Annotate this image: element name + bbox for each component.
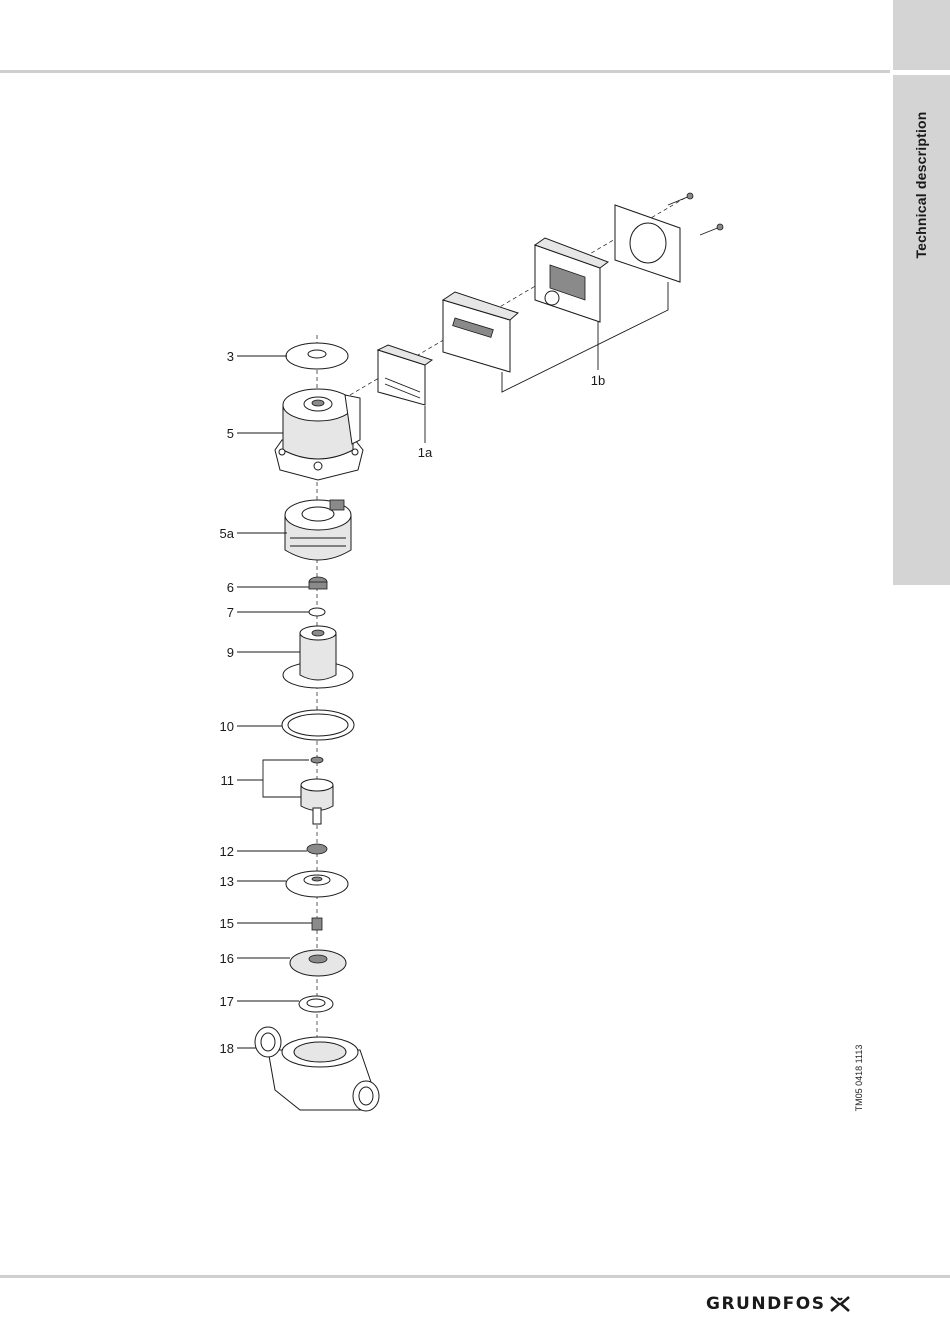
callout-17: 17 xyxy=(220,994,234,1009)
part-1a-connector xyxy=(378,345,432,405)
callout-11: 11 xyxy=(221,773,235,788)
part-5-stator-housing xyxy=(275,389,363,480)
side-tab-top xyxy=(893,0,950,70)
callout-15: 15 xyxy=(220,916,234,931)
part-12-bearing xyxy=(307,844,327,854)
callout-5: 5 xyxy=(227,426,234,441)
drawing-id: TM05 0418 1113 xyxy=(854,1045,864,1112)
part-17-neck-ring xyxy=(299,996,333,1012)
side-tab-label: Technical description xyxy=(913,111,929,258)
grundfos-x-icon xyxy=(829,1295,851,1313)
back-plate xyxy=(615,205,680,282)
brand-wordmark: GRUNDFOS xyxy=(706,1294,826,1314)
callout-3: 3 xyxy=(227,349,234,364)
footer-rule xyxy=(0,1275,950,1278)
callout-12: 12 xyxy=(220,844,234,859)
callout-18: 18 xyxy=(220,1041,234,1056)
grundfos-logo: GRUNDFOS xyxy=(706,1294,851,1314)
exploded-view-diagram: 3 5 5a 6 7 9 10 11 12 13 15 16 17 18 1a … xyxy=(0,0,890,1270)
callout-1b: 1b xyxy=(591,373,605,388)
part-7-washer xyxy=(309,608,325,616)
part-1b-terminal-box xyxy=(535,238,608,322)
callout-13: 13 xyxy=(220,874,234,889)
part-1-control-module xyxy=(443,292,518,372)
part-16-impeller xyxy=(290,950,346,976)
callout-6: 6 xyxy=(227,580,234,595)
part-6-plug xyxy=(309,577,327,589)
part-3-cover-disc xyxy=(286,343,348,369)
callout-10: 10 xyxy=(220,719,234,734)
callout-1a: 1a xyxy=(418,445,433,460)
callout-7: 7 xyxy=(227,605,234,620)
callout-16: 16 xyxy=(220,951,234,966)
part-10-o-ring xyxy=(282,710,354,740)
part-11-rotor xyxy=(301,757,333,824)
part-9-rotor-can xyxy=(283,626,353,688)
part-18-pump-housing xyxy=(255,1027,379,1111)
callout-5a: 5a xyxy=(220,526,235,541)
part-15-nut xyxy=(312,918,322,930)
part-5a-stator-ring xyxy=(285,500,351,560)
part-13-bearing-plate xyxy=(286,871,348,897)
callout-9: 9 xyxy=(227,645,234,660)
